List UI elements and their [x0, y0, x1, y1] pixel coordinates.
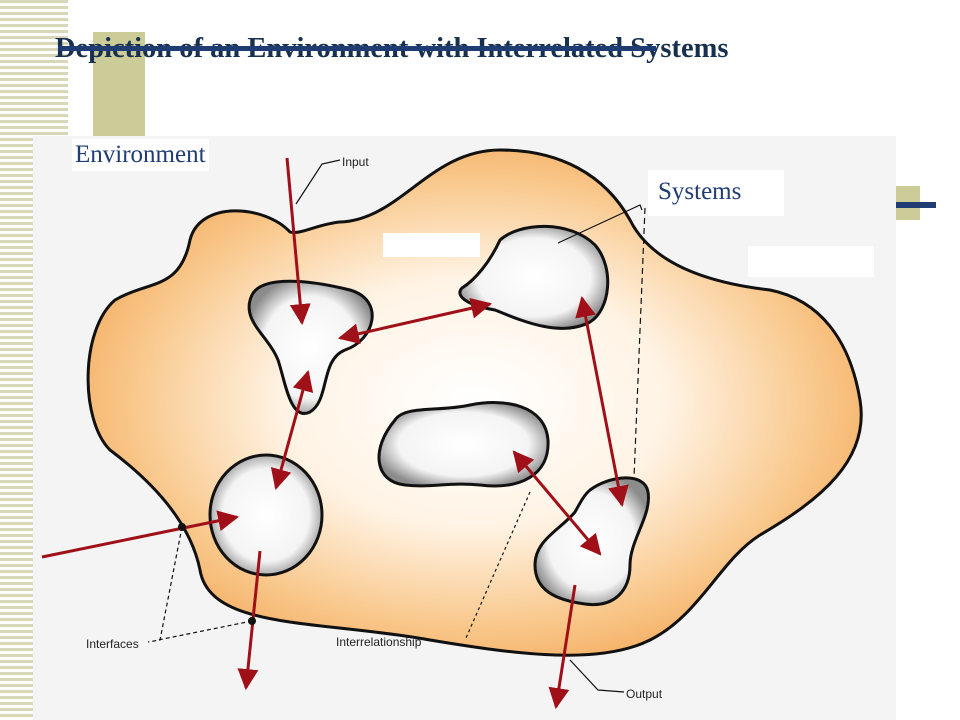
- arrow-topleft-circle: [270, 369, 314, 491]
- output-leader: [569, 659, 625, 693]
- blank-label-box: [383, 233, 480, 257]
- title-strike-line: [58, 46, 656, 51]
- arrow-left-input: [41, 510, 240, 559]
- interfaces-leader-bottom: [157, 620, 253, 641]
- arrow-topright-bottomright: [575, 295, 629, 508]
- systems-dashed-leader: [633, 207, 646, 479]
- interrelationship-leader: [465, 491, 531, 639]
- interface-point-bottom: [248, 617, 256, 625]
- systems-leader: [557, 204, 643, 244]
- system-center: [377, 401, 550, 488]
- input-leader: [295, 159, 341, 205]
- right-accent-line: [896, 202, 936, 208]
- input-label: Input: [342, 155, 369, 169]
- environment-label: Environment: [72, 139, 209, 171]
- environment-boundary: [86, 148, 863, 657]
- interface-point-left: [178, 523, 186, 531]
- interfaces-label: Interfaces: [86, 637, 139, 651]
- arrow-topleft-topright: [337, 297, 493, 345]
- blank-label-box: [748, 246, 874, 277]
- system-top-right: [458, 224, 610, 330]
- interrelationship-label: Interrelationship: [336, 635, 422, 649]
- arrow-center-bottomright: [512, 450, 602, 556]
- interfaces-leader-top: [147, 526, 183, 643]
- input-arrow: [285, 157, 311, 326]
- system-left-circle: [208, 453, 324, 577]
- output-label: Output: [626, 687, 663, 701]
- output-arrow: [548, 584, 577, 710]
- systems-label: Systems: [648, 170, 784, 216]
